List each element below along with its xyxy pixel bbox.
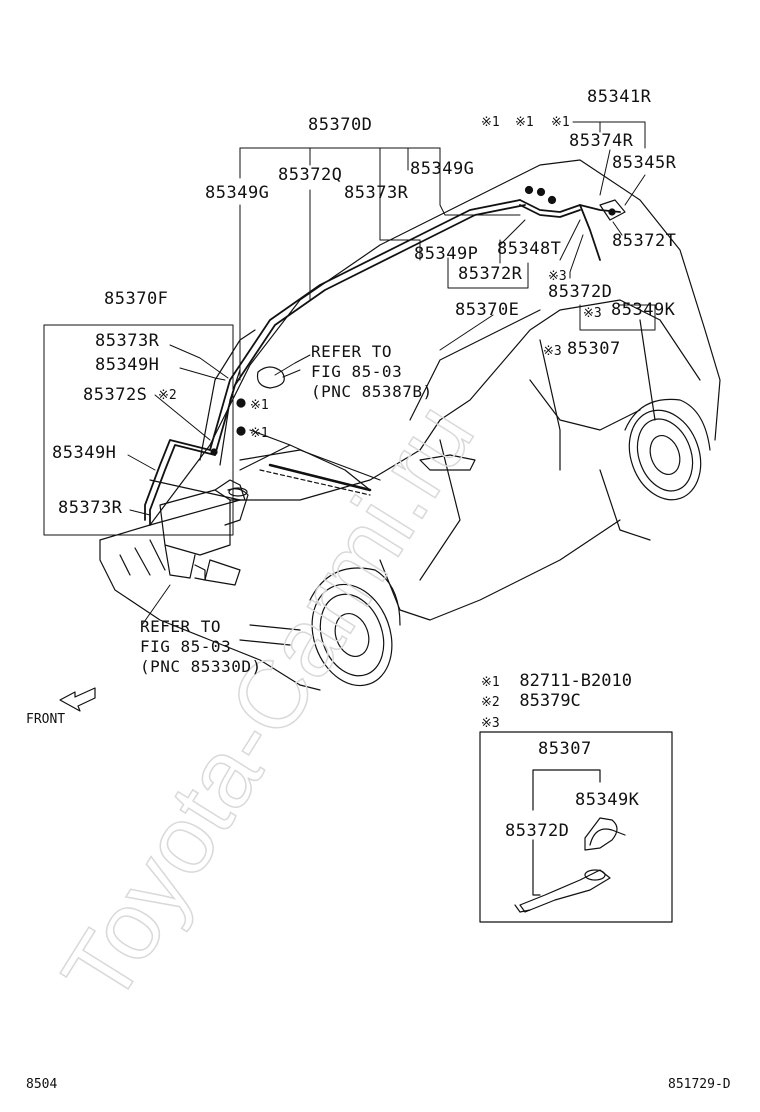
mark-1-clip-a-text: ※1	[250, 398, 269, 413]
legend-mark-1: ※1	[481, 675, 500, 690]
washer-tank	[159, 479, 249, 581]
callout-85372T: 85372T	[612, 231, 677, 251]
mark-3-top: ※3	[548, 266, 569, 286]
refer-lower-line3: (PNC 85330D)	[140, 657, 262, 676]
mark-3-mid: ※3	[583, 303, 604, 323]
callout-85349H-lower: 85349H	[52, 443, 117, 463]
legend-part-2: 85379C	[519, 691, 581, 711]
callout-85373R-top: 85373R	[344, 183, 409, 203]
refer-lower-line2: FIG 85-03	[140, 637, 232, 656]
legend-row-2: ※2 85379C	[481, 692, 581, 712]
car-body-outline	[99, 159, 721, 691]
callout-85373R-low: 85373R	[58, 498, 123, 518]
callout-85372D-top: 85372D	[548, 282, 613, 302]
mark-3-mid-text: ※3	[583, 306, 602, 321]
mark-3-low: ※3	[543, 341, 564, 361]
callout-85372Q: 85372Q	[278, 165, 343, 185]
mark-1-clip-b: ※1	[250, 423, 271, 443]
mark-1-c: ※1	[551, 112, 572, 132]
leader-lines	[43, 121, 656, 626]
refer-upper-line1: REFER TO	[311, 342, 393, 361]
inset-callout-85349K: 85349K	[575, 790, 640, 810]
callout-85370D: 85370D	[308, 115, 373, 135]
hose-clips	[210, 185, 616, 456]
callout-85345R: 85345R	[612, 153, 677, 173]
refer-upper-line2: FIG 85-03	[311, 362, 403, 381]
legend-row-1: ※1 82711-B2010	[481, 672, 632, 692]
inset-callout-85307: 85307	[538, 739, 592, 759]
footer-figure-code: 851729-D	[668, 1077, 731, 1092]
mark-1-a-text: ※1	[481, 115, 500, 130]
callout-85348T: 85348T	[497, 239, 562, 259]
inset-callout-85372D: 85372D	[505, 821, 570, 841]
callout-85341R: 85341R	[587, 87, 652, 107]
callout-85349K-top: 85349K	[611, 300, 676, 320]
legend-mark-2: ※2	[481, 695, 500, 710]
mark-1-b: ※1	[515, 112, 536, 132]
mark-3-low-text: ※3	[543, 344, 562, 359]
callout-85349H-upper: 85349H	[95, 355, 160, 375]
callout-85349P: 85349P	[414, 244, 479, 264]
mark-1-clip-b-text: ※1	[250, 426, 269, 441]
inset-box	[479, 731, 673, 923]
refer-lower-line1: REFER TO	[140, 617, 222, 636]
callout-85349G-right: 85349G	[410, 159, 475, 179]
front-arrow	[59, 687, 96, 712]
mark-1-a: ※1	[481, 112, 502, 132]
callout-85374R: 85374R	[569, 131, 634, 151]
callout-85370E: 85370E	[455, 300, 520, 320]
legend-row-3: ※3	[481, 713, 502, 733]
mark-1-b-text: ※1	[515, 115, 534, 130]
refer-upper-line3: (PNC 85387B)	[311, 382, 433, 401]
callout-85372S: 85372S	[83, 385, 148, 405]
footer-page-number: 8504	[26, 1077, 58, 1092]
mark-1-c-text: ※1	[551, 115, 570, 130]
callout-85349G-left: 85349G	[205, 183, 270, 203]
mark-3-top-text: ※3	[548, 269, 567, 284]
legend-part-1: 82711-B2010	[519, 671, 632, 691]
mark-2: ※2	[158, 385, 179, 405]
mark-2-text: ※2	[158, 388, 177, 403]
front-label: FRONT	[26, 712, 66, 727]
callout-85370F: 85370F	[104, 289, 169, 309]
callout-85307-top: 85307	[567, 339, 621, 359]
callout-85372R: 85372R	[458, 264, 523, 284]
mark-1-clip-a: ※1	[250, 395, 271, 415]
callout-85373R-mid: 85373R	[95, 331, 160, 351]
legend-mark-3: ※3	[481, 716, 500, 731]
